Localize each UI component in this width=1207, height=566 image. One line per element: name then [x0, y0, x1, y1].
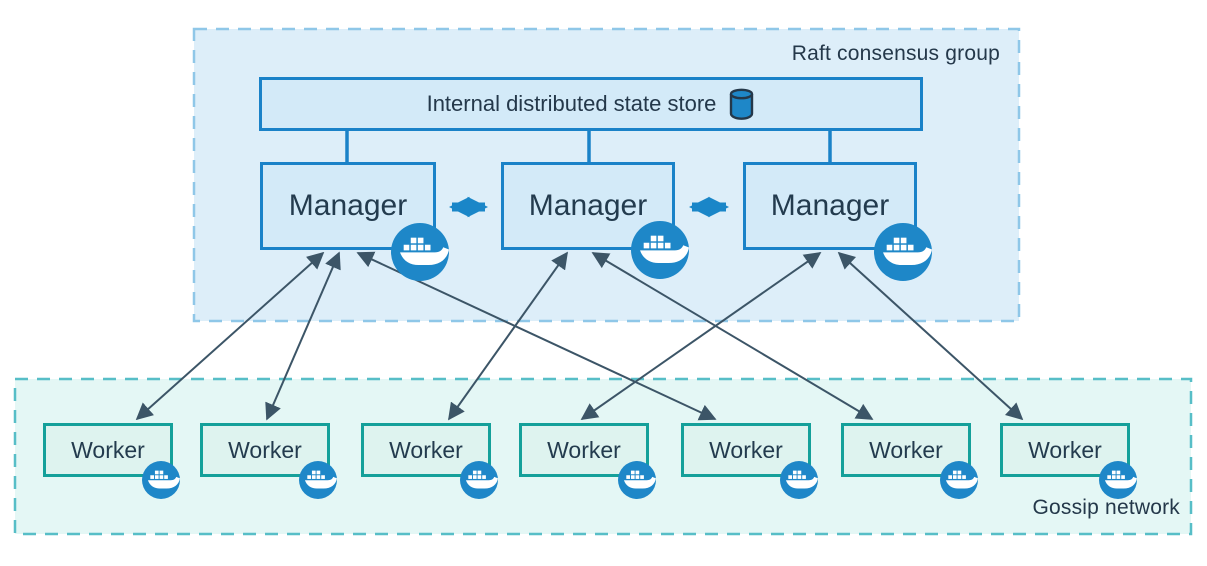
worker-label: Worker: [709, 436, 783, 463]
worker-label: Worker: [228, 436, 302, 463]
docker-whale-icon: [874, 223, 932, 281]
worker-node-5: Worker: [681, 423, 811, 477]
manager-label: Manager: [288, 189, 408, 222]
manager-label: Manager: [528, 189, 648, 222]
database-icon: [730, 88, 754, 120]
store-manager-connectors: [345, 129, 832, 164]
docker-whale-icon: [391, 223, 449, 281]
docker-whale-icon: [1099, 461, 1137, 499]
docker-whale-icon: [618, 461, 656, 499]
worker-label: Worker: [869, 436, 943, 463]
state-store-box: Internal distributed state store: [259, 77, 923, 131]
worker-label: Worker: [71, 436, 145, 463]
manager3-worker4-arrow: [580, 252, 822, 420]
gossip-network-label: Gossip network: [1032, 496, 1180, 519]
worker-node-7: Worker: [1000, 423, 1130, 477]
manager1-worker1-arrow: [135, 251, 325, 421]
docker-whale-icon: [940, 461, 978, 499]
worker-label: Worker: [1028, 436, 1102, 463]
docker-whale-icon: [142, 461, 180, 499]
docker-whale-icon: [460, 461, 498, 499]
manager2-worker3-arrow: [448, 251, 568, 421]
manager1-worker2-arrow: [265, 251, 341, 421]
state-store-label: Internal distributed state store: [426, 91, 717, 116]
docker-whale-icon: [299, 461, 337, 499]
docker-whale-icon: [631, 221, 689, 279]
raft-group-label: Raft consensus group: [791, 42, 1000, 65]
worker-label: Worker: [547, 436, 621, 463]
docker-whale-icon: [780, 461, 818, 499]
manager-label: Manager: [770, 189, 890, 222]
worker-label: Worker: [389, 436, 463, 463]
